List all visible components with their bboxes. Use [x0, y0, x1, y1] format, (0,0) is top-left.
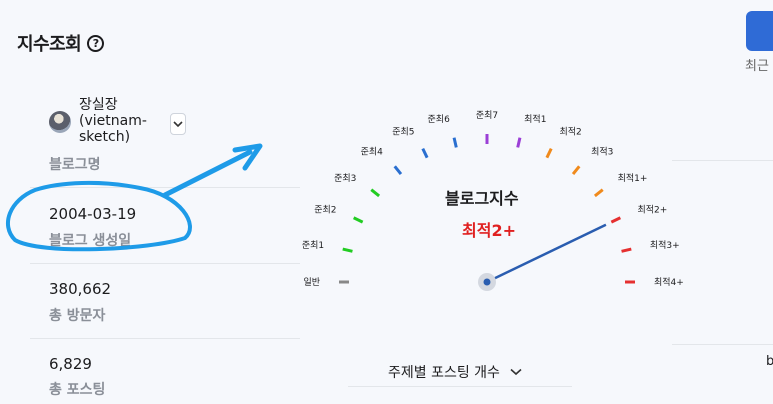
recent-button-label: 최근: [745, 59, 769, 74]
gauge-level-label: 최적2+: [637, 204, 667, 216]
divider: [30, 263, 300, 264]
page-title: 지수조회 ?: [17, 30, 105, 56]
gauge-current-level: 최적2+: [462, 221, 516, 240]
created-date-value: 2004-03-19: [49, 205, 137, 223]
visitors-value: 380,662: [49, 280, 112, 298]
divider: [348, 386, 572, 387]
blog-name-label: 블로그명: [49, 157, 101, 173]
gauge-tick: [610, 216, 621, 224]
gauge-level-label: 준최6: [428, 114, 451, 125]
posts-label: 총 포스팅: [49, 382, 106, 398]
gauge-level-label: 준최7: [476, 110, 498, 121]
gauge-level-label: 준최3: [334, 173, 356, 184]
gauge-level-label: 최적4+: [654, 276, 684, 288]
visitors-label: 총 방문자: [49, 308, 106, 324]
help-icon[interactable]: ?: [87, 34, 105, 52]
blog-dropdown-button[interactable]: [170, 113, 186, 135]
recent-button[interactable]: [746, 11, 773, 51]
divider: [30, 187, 300, 188]
gauge-level-label: 준최2: [314, 205, 336, 216]
blog-selector: 장실장 (vietnam-sketch): [49, 97, 186, 145]
gauge-level-label: 최적2: [559, 126, 581, 138]
gauge-level-label: 준최5: [392, 127, 414, 138]
divider: [672, 344, 773, 345]
chevron-down-icon: [173, 120, 183, 127]
gauge-hub: [478, 273, 496, 291]
clipped-text: b: [766, 354, 773, 369]
gauge-level-label: 최적1+: [618, 172, 648, 184]
gauge-level-label: 최적3: [591, 145, 613, 157]
blog-name: 장실장 (vietnam-sketch): [79, 97, 147, 145]
gauge-tick: [370, 188, 381, 198]
gauge-level-label: 최적3+: [650, 239, 680, 251]
gauge-tick: [452, 137, 458, 148]
gauge-hub-center: [483, 278, 491, 286]
posting-category-select[interactable]: 주제별 포스팅 개수: [388, 362, 522, 382]
hand-drawn-annotation: [5, 143, 263, 252]
posts-value: 6,829: [49, 355, 92, 373]
gauge-tick: [421, 148, 429, 159]
gauge-tick: [621, 247, 632, 253]
divider: [30, 338, 300, 339]
gauge-tick: [342, 247, 353, 253]
posting-select-label: 주제별 포스팅 개수: [388, 365, 500, 381]
page-title-text: 지수조회: [17, 34, 82, 55]
gauge-level-label: 일반: [303, 277, 320, 288]
gauge-tick: [516, 137, 522, 148]
avatar: [49, 111, 71, 133]
gauge-title: 블로그지수: [445, 189, 519, 208]
gauge-level-label: 준최4: [361, 146, 384, 157]
gauge-tick: [593, 188, 604, 198]
gauge-level-label: 준최1: [302, 240, 324, 251]
divider: [672, 160, 773, 161]
gauge-tick: [545, 148, 553, 159]
created-date-label: 블로그 생성일: [49, 233, 132, 249]
gauge-tick: [353, 216, 364, 224]
gauge-level-label: 최적1: [524, 113, 546, 125]
gauge-tick: [571, 165, 581, 176]
gauge-tick: [393, 165, 403, 176]
chevron-down-icon: [510, 368, 522, 376]
